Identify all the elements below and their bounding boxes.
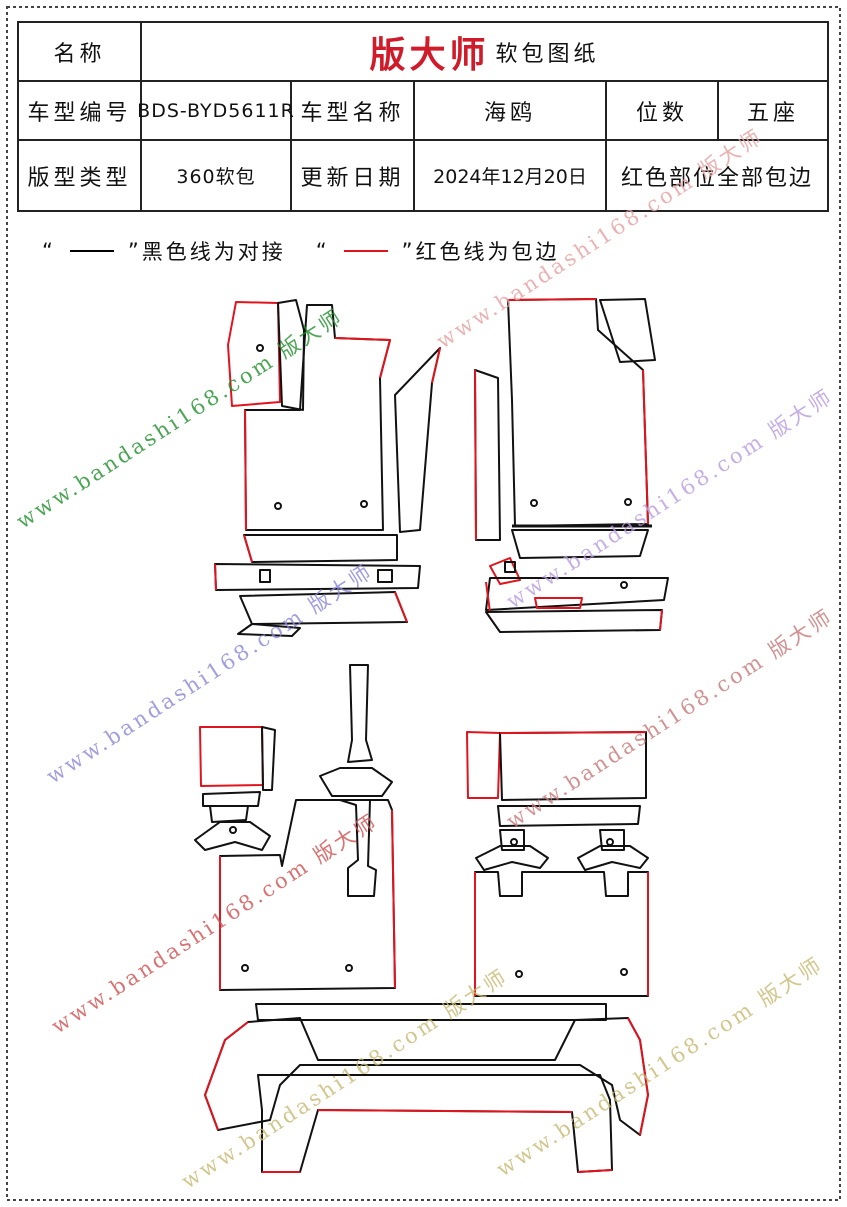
legend-close-quote: ”	[127, 239, 142, 263]
model-code-value: BDS-BYD5611R	[137, 99, 295, 122]
name-label: 名称	[53, 41, 106, 67]
black-line-sample	[69, 250, 114, 252]
legend-red-text: 红色线为包边	[415, 240, 560, 264]
title-cell: 版大师 软包图纸	[141, 22, 828, 81]
binding-note: 红色部位全部包边	[620, 165, 813, 191]
doc-type: 软包图纸	[495, 41, 600, 67]
legend-open-quote-2: “	[315, 239, 330, 263]
seats-value: 五座	[746, 100, 799, 126]
pattern-type-value: 360软包	[176, 166, 256, 188]
rear-right-mat	[466, 731, 649, 997]
rear-trunk-mat	[204, 1003, 649, 1173]
header-table-lines	[17, 21, 829, 212]
update-date-value: 2024年12月20日	[433, 166, 587, 188]
legend-close-quote-2: ”	[401, 239, 416, 263]
pattern-type-label: 版型类型	[27, 165, 132, 191]
rear-left-mat	[194, 664, 396, 991]
model-code-label: 车型编号	[27, 100, 132, 126]
brand-title: 版大师	[369, 34, 490, 76]
legend-open-quote: “	[42, 239, 56, 263]
model-name-label: 车型名称	[300, 100, 405, 126]
update-date-label: 更新日期	[300, 165, 405, 191]
legend-black-text: 黑色线为对接	[141, 240, 286, 264]
front-right-mat	[474, 298, 669, 633]
pattern-drawing	[194, 298, 669, 1173]
line-legend: “ ” 黑色线为对接 “ ” 红色线为包边	[42, 236, 560, 266]
front-left-mat	[214, 299, 441, 637]
red-line-sample	[343, 250, 388, 252]
model-name-value: 海鸥	[483, 100, 536, 126]
seats-label: 位数	[635, 100, 688, 126]
